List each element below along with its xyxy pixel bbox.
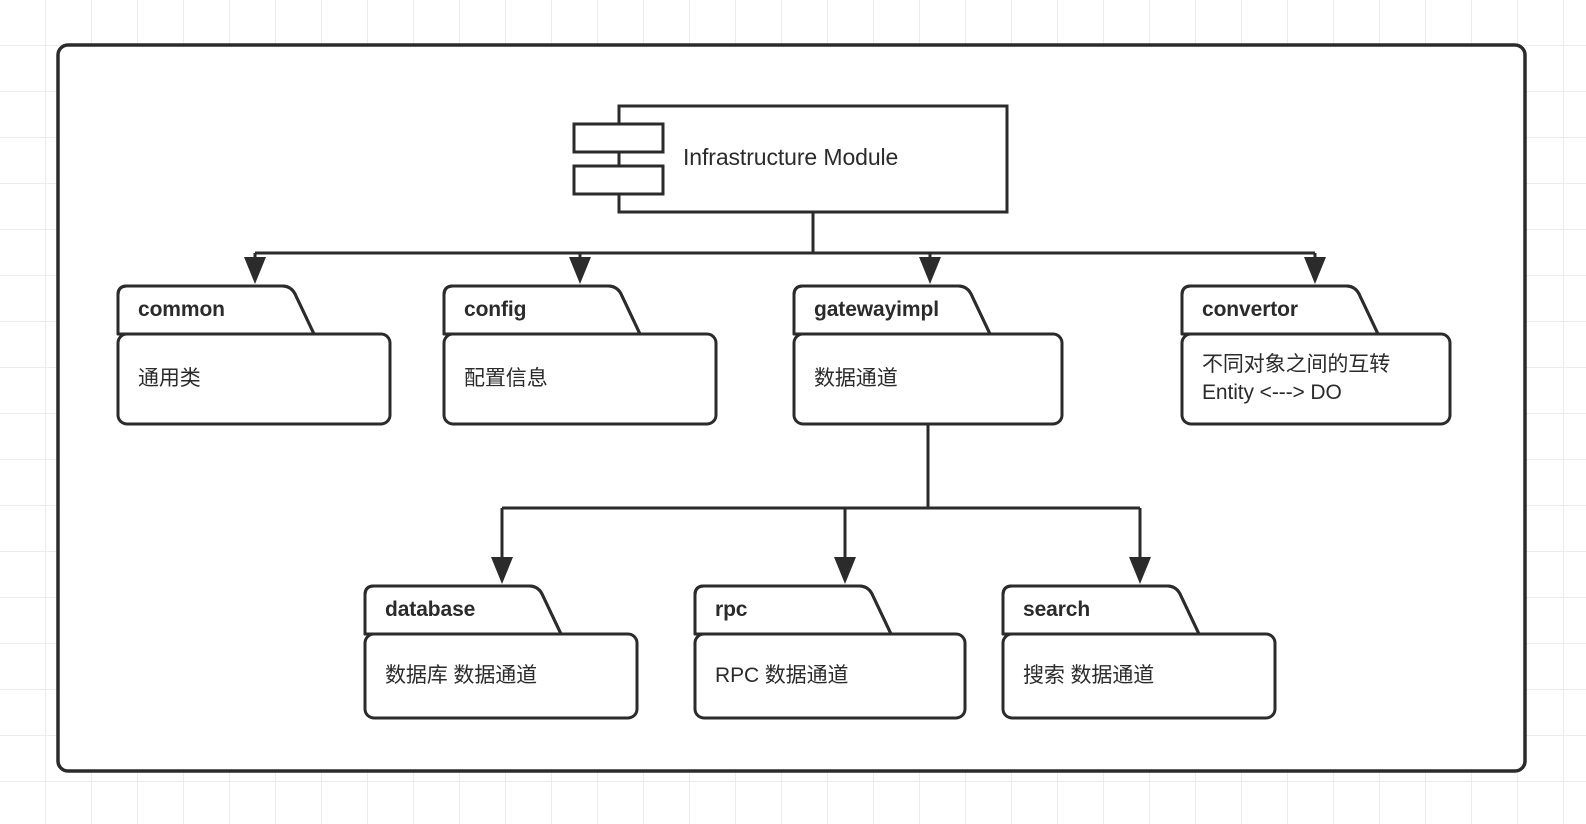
gatewayimpl-to-level2-connector-arrowhead-3 xyxy=(1129,557,1151,584)
node-config-body-line-1: 配置信息 xyxy=(464,367,548,390)
node-convertor-body[interactable] xyxy=(1180,332,1452,426)
root-to-level1-connector-arrowhead-3 xyxy=(919,257,941,284)
root-to-level1-connector-arrowhead-1 xyxy=(244,257,266,284)
node-config-title: config xyxy=(464,298,527,321)
node-search-tab-outline xyxy=(1001,584,1201,636)
component-tab-2-icon xyxy=(572,164,665,196)
node-gatewayimpl-tab-outline xyxy=(792,284,992,336)
node-convertor-body-line-2: Entity <---> DO xyxy=(1202,381,1342,404)
node-common-tab-outline xyxy=(116,284,316,336)
infrastructure-module-box[interactable] xyxy=(617,104,1009,214)
root-to-level1-connector-arrowhead-2 xyxy=(569,257,591,284)
node-database-body-line-1: 数据库 数据通道 xyxy=(385,664,538,687)
component-tab-1-icon xyxy=(572,122,665,154)
gatewayimpl-to-level2-connector-arrowhead-1 xyxy=(491,557,513,584)
node-database-title: database xyxy=(385,598,476,621)
root-to-level1-connector-arrowhead-4 xyxy=(1304,257,1326,284)
node-rpc-title: rpc xyxy=(715,598,748,621)
node-rpc-tab-outline xyxy=(693,584,893,636)
node-search-title: search xyxy=(1023,598,1091,621)
node-gatewayimpl-body-line-1: 数据通道 xyxy=(814,367,898,390)
node-config-tab-outline xyxy=(442,284,642,336)
node-database-tab-outline xyxy=(363,584,563,636)
infrastructure-module-label: Infrastructure Module xyxy=(683,144,899,170)
node-convertor-tab-outline xyxy=(1180,284,1380,336)
node-gatewayimpl-title: gatewayimpl xyxy=(814,298,939,321)
node-search-body-line-1: 搜索 数据通道 xyxy=(1023,664,1155,687)
node-convertor-title: convertor xyxy=(1202,298,1298,321)
gatewayimpl-to-level2-connector-arrowhead-2 xyxy=(834,557,856,584)
node-convertor-body-line-1: 不同对象之间的互转 xyxy=(1202,353,1391,376)
node-common-title: common xyxy=(138,298,225,321)
node-common-body-line-1: 通用类 xyxy=(138,367,201,390)
node-rpc-body-line-1: RPC 数据通道 xyxy=(715,664,849,687)
